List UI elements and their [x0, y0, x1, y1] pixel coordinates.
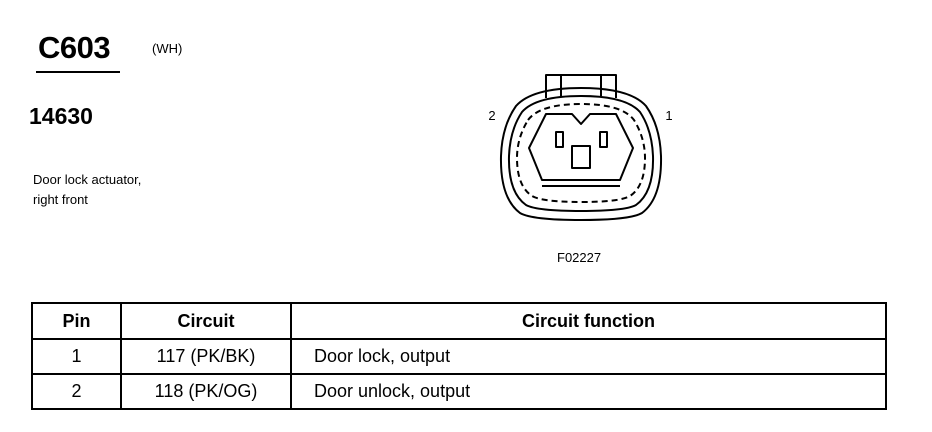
pin-terminal-2	[555, 131, 564, 148]
connector-seal-line	[516, 103, 646, 203]
table-row: 2 118 (PK/OG) Door unlock, output	[31, 373, 887, 410]
pin-label-2: 2	[488, 108, 495, 123]
connector-inner-rim	[507, 95, 655, 212]
header-circuit-function: Circuit function	[290, 302, 887, 340]
pin-label-1: 1	[665, 108, 672, 123]
table-row: 1 117 (PK/BK) Door lock, output	[31, 338, 887, 375]
cell-circuit-function: Door unlock, output	[290, 373, 887, 410]
connector-face-diagram: 2 1	[488, 74, 673, 221]
connector-color-code: (WH)	[152, 41, 183, 56]
description-line: Door lock actuator,	[33, 172, 142, 187]
pinout-table: Pin Circuit Circuit function 1 117 (PK/B…	[31, 302, 887, 410]
table-header-row: Pin Circuit Circuit function	[31, 302, 887, 340]
pin-terminal-1	[599, 131, 608, 148]
connector-id-underline	[36, 71, 120, 73]
header-pin: Pin	[31, 302, 122, 340]
cell-pin: 2	[31, 373, 122, 410]
center-key	[571, 145, 591, 169]
cell-circuit: 118 (PK/OG)	[120, 373, 292, 410]
cell-pin: 1	[31, 338, 122, 375]
header-circuit: Circuit	[120, 302, 292, 340]
connector-cavity	[528, 113, 634, 181]
cell-circuit: 117 (PK/BK)	[120, 338, 292, 375]
cell-circuit-function: Door lock, output	[290, 338, 887, 375]
figure-id: F02227	[557, 250, 602, 265]
connector-description: Door lock actuator, right front	[33, 170, 141, 210]
connector-id: C603	[38, 30, 111, 65]
description-line: right front	[33, 192, 88, 207]
connector-outer-housing	[499, 87, 663, 221]
part-number: 14630	[29, 103, 93, 129]
latch-tab	[545, 74, 617, 98]
